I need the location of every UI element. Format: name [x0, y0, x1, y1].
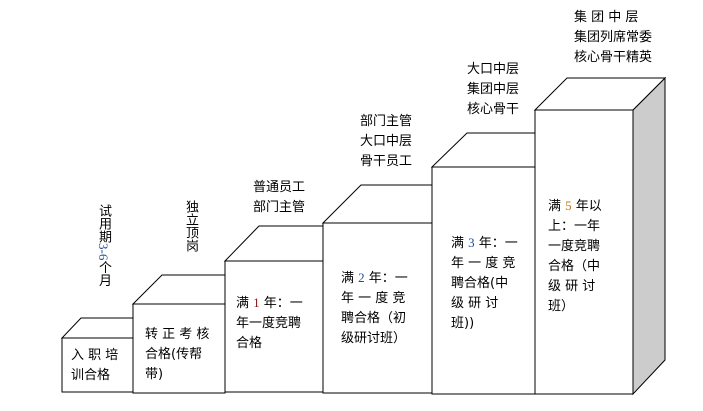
box-5-front — [431, 166, 536, 395]
step-5-above-label: 大口中层 集团中层 核心骨干 — [467, 62, 520, 117]
box-5-top — [430, 132, 536, 168]
step-3-above-label: 普通员工 部门主管 — [253, 180, 306, 215]
box-2-top — [131, 274, 226, 305]
box-4-top — [321, 184, 433, 224]
step-4-box-text: 满 2 年：一 年 一 度 竞 聘合格（初 级研讨班） — [341, 270, 408, 346]
box-3-front — [224, 260, 324, 393]
box-6-side — [632, 76, 666, 396]
box-4-front — [322, 222, 433, 394]
step-2-above-label: 独立顶岗 — [183, 200, 198, 252]
step-3-box-text: 满 1 年：一 年一度竞聘 合格 — [236, 295, 303, 351]
box-1-top — [60, 317, 134, 339]
step-2-box-text: 转 正 考 核 合格(传帮 带) — [145, 327, 210, 382]
box-6-front — [534, 109, 634, 395]
step-4-above-label: 部门主管 大口中层 骨干员工 — [360, 114, 413, 169]
box-2-front — [132, 303, 226, 394]
step-1-box-text: 入 职 培 训合格 — [71, 348, 119, 383]
box-1-front — [61, 337, 134, 393]
step-6-box-text: 满 5 年以 上：一年 一度竞聘 合格（中 级 研 讨 班） — [548, 198, 602, 314]
step-5-box-text: 满 3 年：一 年 一 度 竞 聘合格(中 级 研 讨 班)) — [451, 235, 518, 331]
step-1-above-label: 试用期3-6个月 — [96, 204, 111, 287]
step-6-above-label: 集 团 中 层 集团列席常委 核心骨干精英 — [574, 10, 653, 65]
box-3-top — [223, 225, 324, 262]
